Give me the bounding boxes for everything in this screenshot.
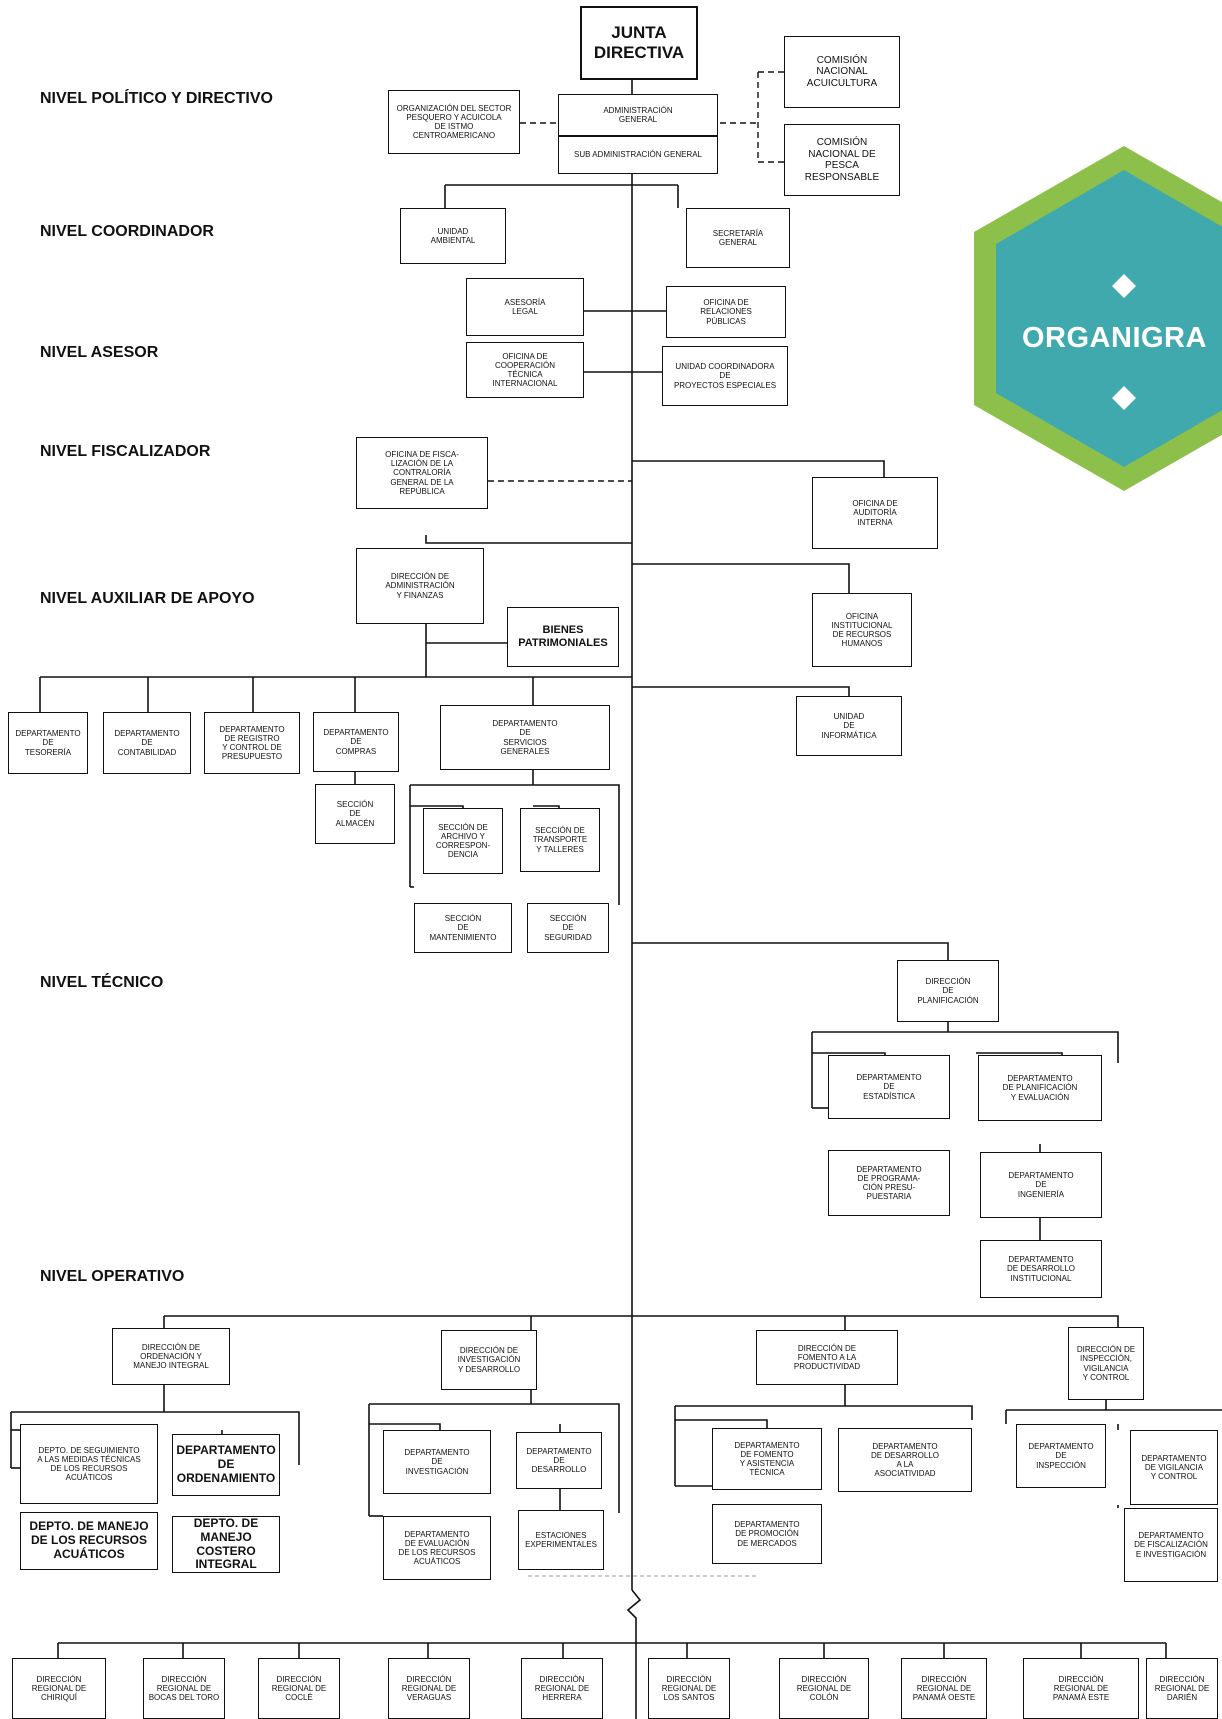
box-regional-los-santos: DIRECCIÓN REGIONAL DE LOS SANTOS	[648, 1658, 730, 1719]
box-seccion-archivo: SECCIÓN DE ARCHIVO Y CORRESPON- DENCIA	[423, 808, 503, 874]
box-fiscalizacion: DEPARTAMENTO DE FISCALIZACIÓN E INVESTIG…	[1124, 1508, 1218, 1582]
box-auditoria-interna: OFICINA DE AUDITORÍA INTERNA	[812, 477, 938, 549]
box-unidad-ambiental: UNIDAD AMBIENTAL	[400, 208, 506, 264]
diamond-icon	[1112, 274, 1136, 298]
box-junta-directiva: JUNTA DIRECTIVA	[580, 6, 698, 80]
box-cooperacion-tecnica: OFICINA DE COOPERACIÓN TÉCNICA INTERNACI…	[466, 342, 584, 398]
box-ordenamiento: DEPARTAMENTO DE ORDENAMIENTO	[172, 1434, 280, 1496]
box-seccion-transporte: SECCIÓN DE TRANSPORTE Y TALLERES	[520, 808, 600, 872]
box-regional-panama-oeste: DIRECCIÓN REGIONAL DE PANAMÁ OESTE	[901, 1658, 987, 1719]
box-regional-bocas: DIRECCIÓN REGIONAL DE BOCAS DEL TORO	[143, 1658, 225, 1719]
box-registro-presupuesto: DEPARTAMENTO DE REGISTRO Y CONTROL DE PR…	[204, 712, 300, 774]
box-dir-inspeccion: DIRECCIÓN DE INSPECCIÓN, VIGILANCIA Y CO…	[1068, 1327, 1144, 1400]
level-tecnico: NIVEL TÉCNICO	[40, 974, 164, 991]
box-desarrollo: DEPARTAMENTO DE DESARROLLO	[516, 1432, 602, 1489]
level-coordinador: NIVEL COORDINADOR	[40, 223, 214, 240]
box-seccion-mantenimiento: SECCIÓN DE MANTENIMIENTO	[414, 903, 512, 953]
box-regional-colon: DIRECCIÓN REGIONAL DE COLÓN	[779, 1658, 869, 1719]
box-regional-veraguas: DIRECCIÓN REGIONAL DE VERAGUAS	[388, 1658, 470, 1719]
level-auxiliar: NIVEL AUXILIAR DE APOYO	[40, 590, 255, 607]
box-servicios-generales: DEPARTAMENTO DE SERVICIOS GENERALES	[440, 705, 610, 770]
box-secretaria-general: SECRETARÍA GENERAL	[686, 208, 790, 268]
box-comision-acuicultura: COMISIÓN NACIONAL ACUICULTURA	[784, 36, 900, 108]
box-sub-administracion: SUB ADMINISTRACIÓN GENERAL	[558, 136, 718, 174]
level-politico: NIVEL POLÍTICO Y DIRECTIVO	[40, 90, 273, 107]
box-dir-ordenacion: DIRECCIÓN DE ORDENACIÓN Y MANEJO INTEGRA…	[112, 1328, 230, 1385]
box-regional-chiriqui: DIRECCIÓN REGIONAL DE CHIRIQUÍ	[12, 1658, 106, 1719]
box-planificacion-evaluacion: DEPARTAMENTO DE PLANIFICACIÓN Y EVALUACI…	[978, 1055, 1102, 1121]
box-desarrollo-institucional: DEPARTAMENTO DE DESARROLLO INSTITUCIONAL	[980, 1240, 1102, 1298]
diamond-icon	[1112, 386, 1136, 410]
box-asesoria-legal: ASESORÍA LEGAL	[466, 278, 584, 336]
box-proyectos-especiales: UNIDAD COORDINADORA DE PROYECTOS ESPECIA…	[662, 346, 788, 406]
organigrama-badge	[974, 146, 1222, 491]
box-asociatividad: DEPARTAMENTO DE DESARROLLO A LA ASOCIATI…	[838, 1428, 972, 1492]
box-bienes-patrimoniales: BIENES PATRIMONIALES	[507, 607, 619, 667]
box-contraloria: OFICINA DE FISCA- LIZACIÓN DE LA CONTRAL…	[356, 437, 488, 509]
level-operativo: NIVEL OPERATIVO	[40, 1268, 185, 1285]
level-fiscalizador: NIVEL FISCALIZADOR	[40, 443, 211, 460]
box-dir-fomento: DIRECCIÓN DE FOMENTO A LA PRODUCTIVIDAD	[756, 1330, 898, 1385]
box-contabilidad: DEPARTAMENTO DE CONTABILIDAD	[103, 712, 191, 774]
box-informatica: UNIDAD DE INFORMÁTICA	[796, 696, 902, 756]
box-manejo-recursos: DEPTO. DE MANEJO DE LOS RECURSOS ACUÁTIC…	[20, 1512, 158, 1570]
box-recursos-humanos: OFICINA INSTITUCIONAL DE RECURSOS HUMANO…	[812, 593, 912, 667]
box-regional-panama-este: DIRECCIÓN REGIONAL DE PANAMÁ ESTE	[1023, 1658, 1139, 1719]
box-estaciones-experimentales: ESTACIONES EXPERIMENTALES	[518, 1510, 604, 1570]
box-dir-investigacion: DIRECCIÓN DE INVESTIGACIÓN Y DESARROLLO	[441, 1330, 537, 1390]
level-asesor: NIVEL ASESOR	[40, 344, 159, 361]
box-comision-pesca: COMISIÓN NACIONAL DE PESCA RESPONSABLE	[784, 124, 900, 196]
box-vigilancia-control: DEPARTAMENTO DE VIGILANCIA Y CONTROL	[1130, 1430, 1218, 1505]
badge-title: ORGANIGRA	[1022, 322, 1207, 354]
box-evaluacion-recursos: DEPARTAMENTO DE EVALUACIÓN DE LOS RECURS…	[383, 1516, 491, 1580]
box-dir-administracion: DIRECCIÓN DE ADMINISTRACIÓN Y FINANZAS	[356, 548, 484, 624]
box-compras: DEPARTAMENTO DE COMPRAS	[313, 712, 399, 772]
box-manejo-costero: DEPTO. DE MANEJO COSTERO INTEGRAL	[172, 1516, 280, 1573]
box-relaciones-publicas: OFICINA DE RELACIONES PÚBLICAS	[666, 286, 786, 338]
box-programacion-presupuestaria: DEPARTAMENTO DE PROGRAMA- CIÓN PRESU- PU…	[828, 1150, 950, 1216]
box-regional-cocle: DIRECCIÓN REGIONAL DE COCLÉ	[258, 1658, 340, 1719]
box-ingenieria: DEPARTAMENTO DE INGENIERÍA	[980, 1152, 1102, 1218]
box-investigacion: DEPARTAMENTO DE INVESTIGACIÓN	[383, 1430, 491, 1494]
box-tesoreria: DEPARTAMENTO DE TESORERÍA	[8, 712, 88, 774]
box-promocion-mercados: DEPARTAMENTO DE PROMOCIÓN DE MERCADOS	[712, 1504, 822, 1564]
box-fomento-asistencia: DEPARTAMENTO DE FOMENTO Y ASISTENCIA TÉC…	[712, 1428, 822, 1490]
box-regional-darien: DIRECCIÓN REGIONAL DE DARIÉN	[1146, 1658, 1218, 1719]
box-seguimiento-medidas: DEPTO. DE SEGUIMIENTO A LAS MEDIDAS TÉCN…	[20, 1424, 158, 1504]
box-inspeccion: DEPARTAMENTO DE INSPECCIÓN	[1016, 1424, 1106, 1488]
box-administracion-general: ADMINISTRACIÓN GENERAL	[558, 94, 718, 136]
box-seccion-almacen: SECCIÓN DE ALMACÉN	[315, 784, 395, 844]
box-ospesca: ORGANIZACIÓN DEL SECTOR PESQUERO Y ACUIC…	[388, 90, 520, 154]
box-dir-planificacion: DIRECCIÓN DE PLANIFICACIÓN	[897, 960, 999, 1022]
box-regional-herrera: DIRECCIÓN REGIONAL DE HERRERA	[521, 1658, 603, 1719]
box-seccion-seguridad: SECCIÓN DE SEGURIDAD	[527, 903, 609, 953]
box-estadistica: DEPARTAMENTO DE ESTADÍSTICA	[828, 1055, 950, 1119]
